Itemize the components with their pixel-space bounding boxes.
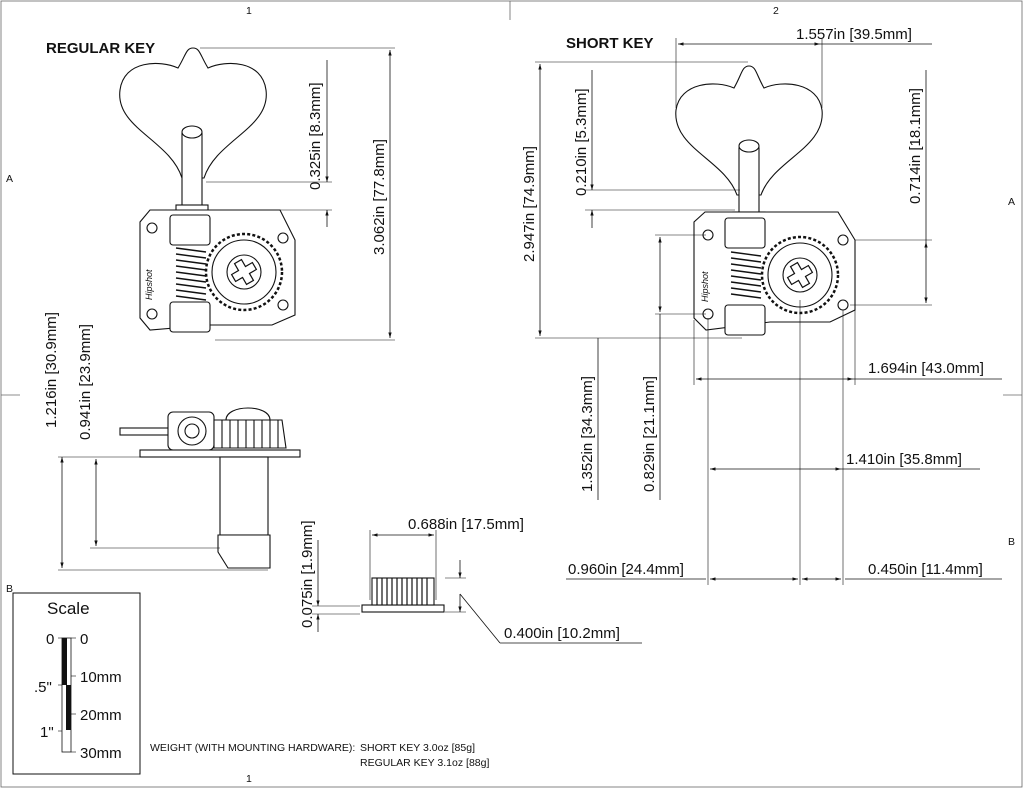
zone-label-left-b: B <box>6 583 13 595</box>
regular-key-dim-3062: 3.062in [77.8mm] <box>371 139 388 255</box>
scale-box <box>12 592 141 775</box>
regular-key-logo: Hipshot <box>144 269 154 300</box>
scale-mm-10: 10mm <box>80 669 122 686</box>
short-key-dim-1694: 1.694in [43.0mm] <box>868 360 984 377</box>
short-key-dim-0714: 0.714in [18.1mm] <box>907 88 924 204</box>
short-key-logo: Hipshot <box>700 271 710 302</box>
zone-label-left-a: A <box>6 173 13 185</box>
zone-label-bottom-1: 1 <box>246 773 252 785</box>
regular-key-dim-1216: 1.216in [30.9mm] <box>43 312 60 428</box>
scale-inch-1: 1" <box>40 724 54 741</box>
scale-inch-half: .5" <box>34 679 52 696</box>
bushing-drawing <box>361 577 445 613</box>
bushing-dim-0075: 0.075in [1.9mm] <box>299 520 316 628</box>
regular-key-dim-0325: 0.325in [8.3mm] <box>307 82 324 190</box>
zone-label-top-1: 1 <box>246 5 252 17</box>
regular-key-side-dimensions <box>58 456 268 571</box>
scale-title: Scale <box>47 599 90 618</box>
scale-mm-30: 30mm <box>80 745 122 762</box>
regular-key-side-view <box>119 407 301 569</box>
short-key-dim-1410: 1.410in [35.8mm] <box>846 451 962 468</box>
scale-inch-0: 0 <box>46 631 54 648</box>
regular-key-dimensions <box>200 47 395 341</box>
weight-short-key: SHORT KEY 3.0oz [85g] <box>360 742 475 754</box>
short-key-dim-0450: 0.450in [11.4mm] <box>868 561 983 578</box>
bushing-dimensions <box>312 530 642 644</box>
weight-label: WEIGHT (WITH MOUNTING HARDWARE): <box>150 742 355 754</box>
short-key-dim-1557: 1.557in [39.5mm] <box>796 26 912 43</box>
short-key-dim-0210: 0.210in [5.3mm] <box>573 88 590 196</box>
zone-label-right-a: A <box>1008 196 1015 208</box>
short-key-title: SHORT KEY <box>566 35 654 52</box>
bushing-dim-0688: 0.688in [17.5mm] <box>408 516 524 533</box>
scale-mm-20: 20mm <box>80 707 122 724</box>
short-key-drawing: Hipshot <box>675 65 856 336</box>
weight-regular-key: REGULAR KEY 3.1oz [88g] <box>360 757 489 769</box>
zone-label-right-b: B <box>1008 536 1015 548</box>
scale-mm-0: 0 <box>80 631 88 648</box>
regular-key-title: REGULAR KEY <box>46 40 155 57</box>
short-key-dim-0829: 0.829in [21.1mm] <box>641 376 658 492</box>
bushing-dim-0400: 0.400in [10.2mm] <box>504 625 620 642</box>
short-key-dim-2947: 2.947in [74.9mm] <box>521 146 538 262</box>
regular-key-dim-0941: 0.941in [23.9mm] <box>77 324 94 440</box>
zone-label-top-2: 2 <box>773 5 779 17</box>
short-key-dim-0960: 0.960in [24.4mm] <box>568 561 684 578</box>
short-key-dim-1352: 1.352in [34.3mm] <box>579 376 596 492</box>
short-key-dimensions <box>535 38 1002 585</box>
regular-key-drawing: Hipshot <box>119 47 296 333</box>
